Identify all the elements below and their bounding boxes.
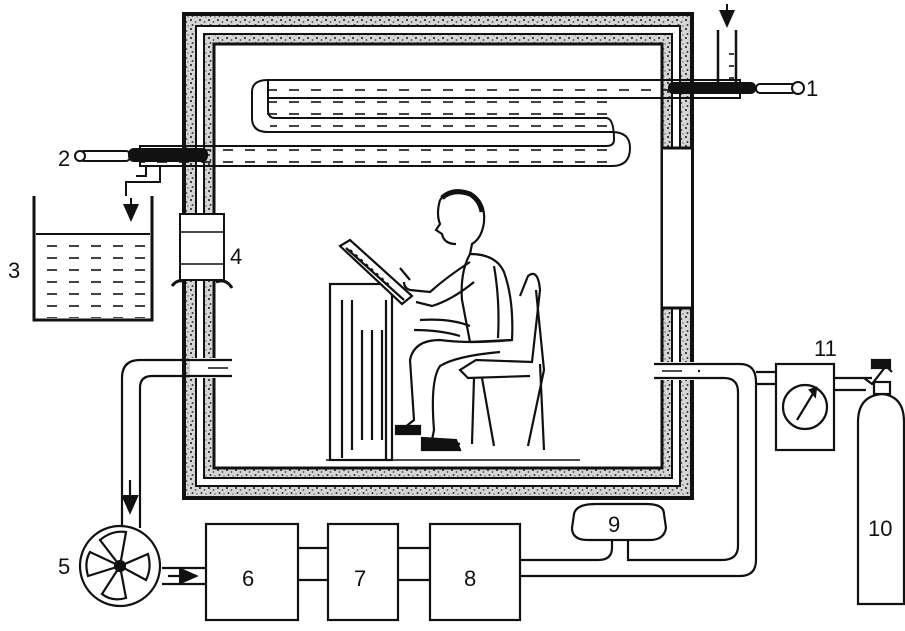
label-6: 6 <box>242 566 254 591</box>
water-coil <box>139 79 741 167</box>
label-1: 1 <box>806 76 818 101</box>
subject-at-desk <box>326 189 580 462</box>
gas-reservoir <box>570 502 668 542</box>
label-3: 3 <box>8 258 20 283</box>
water-drain-spout <box>123 166 161 222</box>
right-wall-window <box>661 146 693 310</box>
callout-labels: 1 2 3 4 5 6 7 8 9 10 11 <box>8 76 892 591</box>
label-2: 2 <box>58 146 70 171</box>
label-4: 4 <box>230 244 242 269</box>
label-11: 11 <box>814 336 837 361</box>
co2-absorber-box <box>204 522 300 622</box>
gas-circuit-piping <box>120 358 778 586</box>
water-collection-vessel <box>32 196 154 322</box>
thermometer-inlet <box>74 148 208 162</box>
water-inlet-funnel <box>716 4 738 86</box>
label-10: 10 <box>868 516 892 541</box>
h2o-absorber-box <box>326 522 400 622</box>
label-8: 8 <box>464 566 476 591</box>
oxygen-cylinder <box>856 358 905 606</box>
control-absorber-box <box>428 522 522 622</box>
gas-pump <box>78 524 162 608</box>
label-9: 9 <box>608 512 620 537</box>
label-7: 7 <box>354 566 366 591</box>
gas-meter <box>774 362 872 452</box>
left-wall-port <box>170 213 234 289</box>
label-5: 5 <box>58 554 70 579</box>
